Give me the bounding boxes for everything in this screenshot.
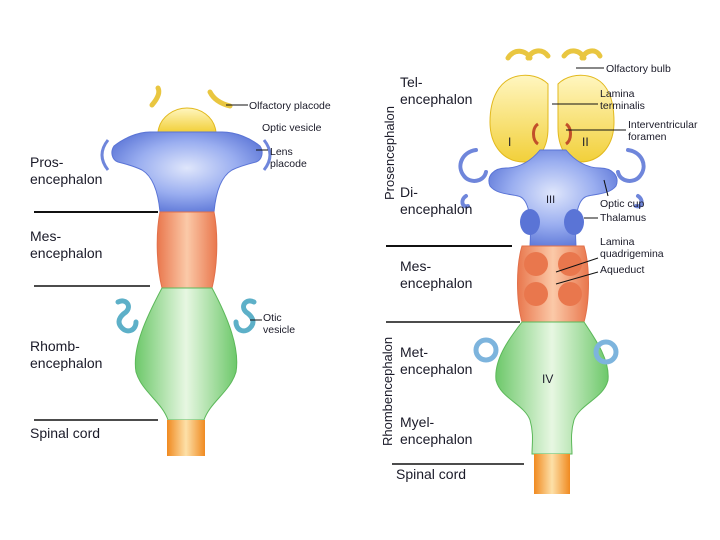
region-label-prosencephalon: Pros- encephalon — [30, 154, 102, 188]
label-optic-vesicle: Optic vesicle — [262, 122, 322, 134]
region-label-diencephalon: Di- encephalon — [400, 184, 472, 218]
left-otic-vesicle-shape — [118, 301, 136, 331]
left-otic-ring — [476, 340, 496, 360]
label-olfactory-placode: Olfactory placode — [249, 100, 331, 112]
label-interventricular-foramen: Interventricular foramen — [628, 119, 697, 143]
label-thalamus: Thalamus — [600, 212, 646, 224]
left-thalamus-shape — [520, 209, 540, 235]
region-label-telencephalon: Tel- encephalon — [400, 74, 472, 108]
left-prosencephalon-shape — [112, 132, 262, 212]
left-olfactory-placode-shape — [152, 88, 230, 106]
label-olfactory-bulb: Olfactory bulb — [606, 63, 671, 75]
ventricle-label-i: I — [508, 135, 511, 149]
left-lens-arc — [102, 140, 108, 170]
ventricle-label-iv: IV — [542, 372, 553, 386]
left-embryo — [34, 88, 270, 456]
left-olfactory-bulb-shape — [508, 51, 548, 58]
region-label-mesencephalon-right: Mes- encephalon — [400, 258, 472, 292]
right-olfactory-bulb-shape — [564, 51, 600, 58]
left-hemisphere-shape — [490, 75, 548, 162]
ventricle-label-iii: III — [546, 194, 555, 206]
left-telencephalic-cap — [158, 108, 216, 132]
vertical-label-rhombencephalon: Rhombencephalon — [380, 337, 395, 446]
label-lamina-quadrigemina: Lamina quadrigemina — [600, 236, 664, 260]
label-lamina-terminalis: Lamina terminalis — [600, 88, 645, 112]
right-rhombencephalon-shape — [496, 322, 608, 454]
region-label-mesencephalon-left: Mes- encephalon — [30, 228, 102, 262]
region-label-spinal-cord-right: Spinal cord — [396, 466, 466, 483]
label-aqueduct: Aqueduct — [600, 264, 644, 276]
left-spinal-cord-shape — [167, 420, 205, 456]
region-label-spinal-cord-left: Spinal cord — [30, 425, 100, 442]
region-label-rhombencephalon: Rhomb- encephalon — [30, 338, 102, 372]
right-thalamus-shape — [564, 209, 584, 235]
label-lens-placode: Lens placode — [270, 146, 307, 170]
left-mesencephalon-shape — [157, 212, 217, 288]
label-optic-cup: Optic cup — [600, 198, 644, 210]
region-label-myelencephalon: Myel- encephalon — [400, 414, 472, 448]
right-otic-vesicle-shape — [236, 301, 254, 331]
right-spinal-cord-shape — [534, 454, 570, 494]
ventricle-label-ii: II — [582, 135, 589, 149]
vertical-label-prosencephalon: Prosencephalon — [382, 106, 397, 200]
left-rhombencephalon-shape — [135, 288, 236, 420]
region-label-metencephalon: Met- encephalon — [400, 344, 472, 378]
label-otic-vesicle: Otic vesicle — [263, 312, 295, 336]
